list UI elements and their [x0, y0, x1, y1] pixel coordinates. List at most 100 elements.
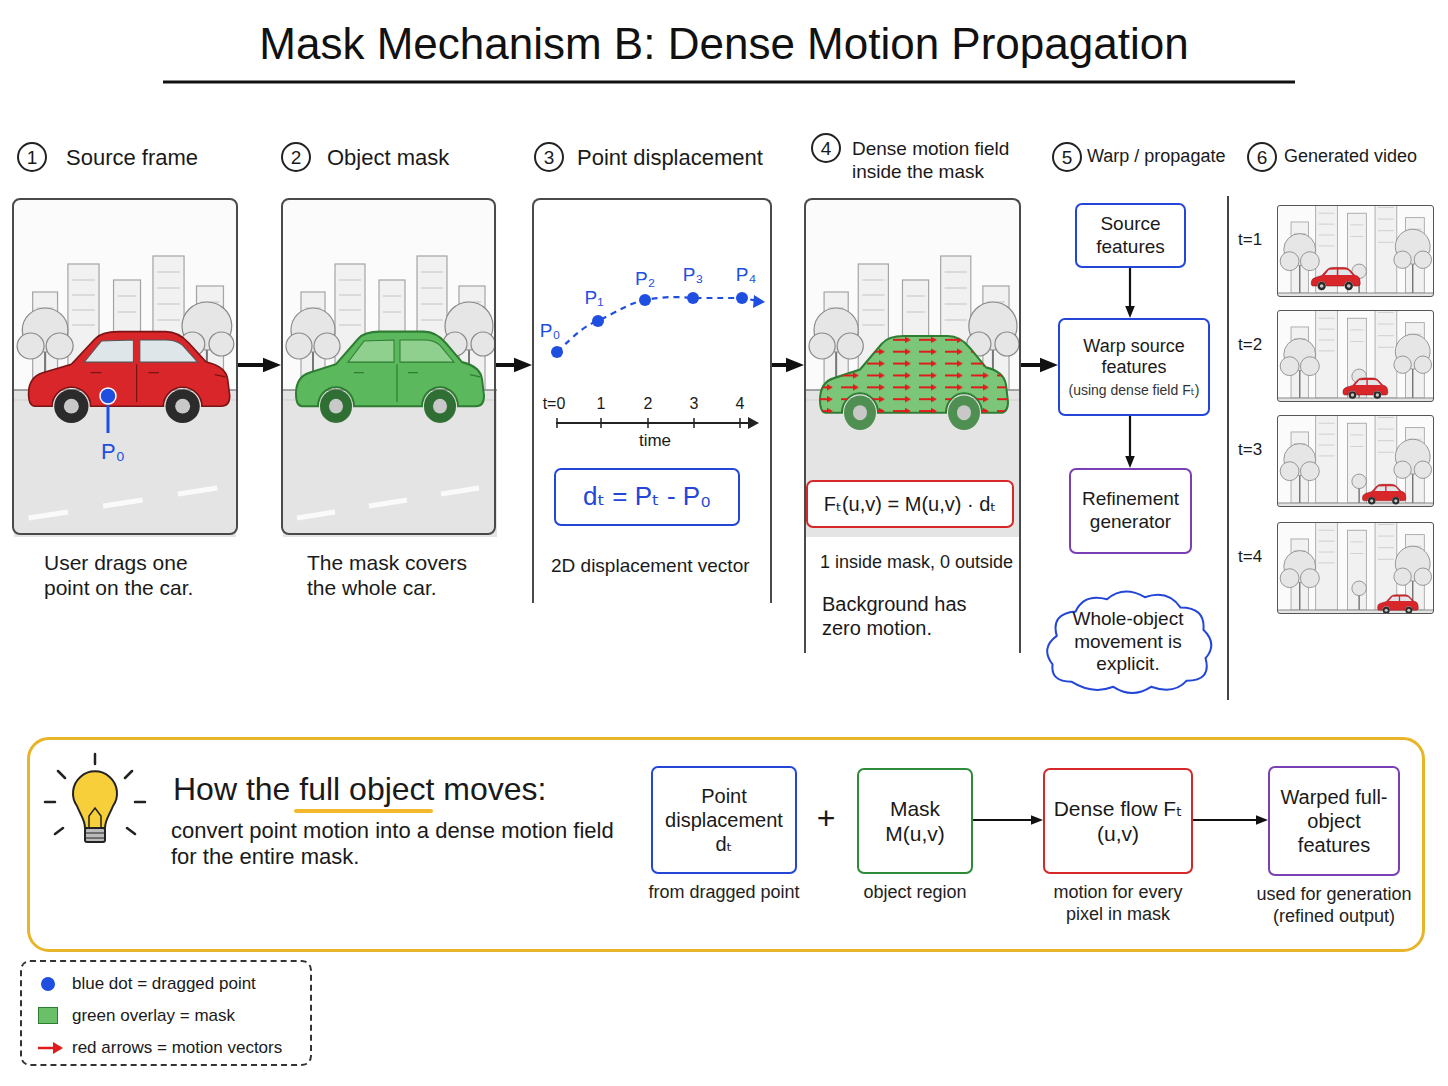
red-car [29, 332, 230, 423]
generated-frames [1368, 497, 1400, 504]
green-mask-car [348, 340, 454, 362]
axis-tick: 3 [690, 394, 699, 413]
flow-arrow [1129, 416, 1131, 463]
plus-sign: + [817, 799, 836, 837]
mask-scene [283, 200, 497, 537]
box-caption: from dragged point [639, 882, 809, 904]
step-number: 2 [281, 142, 311, 172]
legend-row: blue dot = dragged point [36, 972, 306, 996]
source-frame-scene [14, 200, 236, 537]
step-number: 1 [17, 142, 47, 172]
title-underline [163, 81, 1295, 84]
step-heading: Point displacement [577, 145, 763, 171]
green-mask-car [354, 364, 480, 402]
generated-frames [1325, 270, 1353, 275]
trajectory-plot [556, 422, 750, 424]
axis-title: time [639, 431, 671, 451]
cloud-text: Whole-object movement is explicit. [1066, 608, 1190, 676]
panel-caption: Background has zero motion. [822, 592, 992, 640]
generated-frames [1278, 472, 1433, 717]
box-label: Source features [1085, 213, 1176, 259]
step-heading: Object mask [327, 145, 449, 171]
point-label: P₂ [635, 268, 655, 291]
point-label: P₁ [584, 287, 603, 310]
flow-arrow [973, 819, 1038, 821]
frame-time: t=1 [1238, 230, 1262, 250]
legend-row: red arrows = motion vectors [36, 1036, 306, 1060]
flow-arrow [772, 363, 797, 367]
process-box: Source features [1075, 203, 1186, 268]
legend-text: green overlay = mask [72, 1006, 235, 1026]
generated-frames [1349, 391, 1382, 399]
legend-arrow [36, 1036, 64, 1060]
legend-text: blue dot = dragged point [72, 974, 256, 994]
process-box: Warped full-object featuresused for gene… [1268, 766, 1400, 876]
process-box: Warp source features(using dense field F… [1058, 318, 1210, 416]
lightbulb-icon [45, 754, 145, 834]
process-box: Dense flow Fₜ (u,v)motion for every pixe… [1043, 768, 1193, 874]
flow-arrow [238, 363, 274, 367]
box-caption: motion for every pixel in mask [1038, 882, 1198, 925]
flow-arrow [1021, 363, 1051, 367]
process-box: Point displacement dₜfrom dragged point [651, 766, 797, 874]
trajectory-plot [551, 346, 563, 358]
trajectory-plot [557, 418, 740, 428]
generated-frames [1317, 282, 1352, 290]
legend-row: green overlay = mask [36, 1004, 306, 1028]
trajectory-plot [748, 417, 759, 429]
generated-frames [1374, 486, 1399, 491]
column-divider [1227, 196, 1229, 700]
box-label: Point displacement dₜ [661, 784, 787, 856]
motion-field-car [820, 336, 1008, 413]
frame-time: t=3 [1238, 440, 1262, 460]
panel-caption: The mask covers the whole car. [307, 550, 492, 600]
axis-tick: 1 [597, 394, 606, 413]
trajectory-plot [753, 295, 765, 308]
video-frame: t=2 [1277, 310, 1434, 402]
green-mask-car [296, 332, 484, 423]
generated-frames [1362, 484, 1406, 504]
arrow-head [53, 1042, 63, 1054]
point-label: P₃ [683, 264, 703, 287]
box-caption: object region [840, 882, 990, 904]
dense-field-scene [806, 200, 1021, 537]
image-panel: Dense motion field inside the mask1 insi… [804, 198, 1021, 653]
generated-frames [1278, 155, 1433, 717]
point-label: P₀ [540, 320, 561, 343]
box-label: Warped full-object features [1278, 785, 1390, 857]
formula: Fₜ(u,v) = M(u,v) · dₜ [824, 492, 996, 516]
frame-time: t=2 [1238, 335, 1262, 355]
mask-scene [283, 200, 497, 537]
step-heading: Source frame [66, 145, 198, 171]
box-label: Dense flow Fₜ (u,v) [1053, 796, 1183, 846]
source-frame-scene [14, 200, 236, 537]
box-label: Mask M(u,v) [867, 796, 963, 846]
lightbulb-icon [85, 833, 105, 838]
trajectory-plot [592, 315, 604, 327]
panel-caption: User drags one point on the car. [44, 550, 229, 600]
step-number: 3 [534, 142, 564, 172]
dense-field-scene [806, 200, 1021, 537]
motion-field-car [820, 336, 1008, 430]
green-mask-car [320, 389, 456, 423]
image-panel: Source frameUser drags one point on the … [12, 198, 238, 535]
step-number: 4 [811, 133, 841, 163]
panel-caption: 2D displacement vector [551, 555, 766, 578]
lightbulb-icon [89, 808, 101, 828]
trajectory-plot [639, 294, 651, 306]
generated-frames [1389, 597, 1412, 602]
point-label: P₀ [101, 439, 125, 465]
box-label: Warp source features [1068, 336, 1200, 379]
video-frame: t=1 [1277, 205, 1434, 297]
generated-frames [1383, 607, 1413, 614]
summary-heading: How the full object moves: [173, 770, 547, 808]
trajectory-plot [551, 292, 765, 429]
note-cloud: Whole-object movement is explicit. [1040, 585, 1216, 699]
frame-time: t=4 [1238, 547, 1262, 567]
legend-dot [41, 977, 55, 991]
video-frame: t=4 [1277, 522, 1434, 614]
panel-caption: 1 inside mask, 0 outside [820, 552, 1020, 574]
axis-tick: t=0 [543, 394, 566, 413]
formula-box: Fₜ(u,v) = M(u,v) · dₜ [806, 480, 1014, 528]
